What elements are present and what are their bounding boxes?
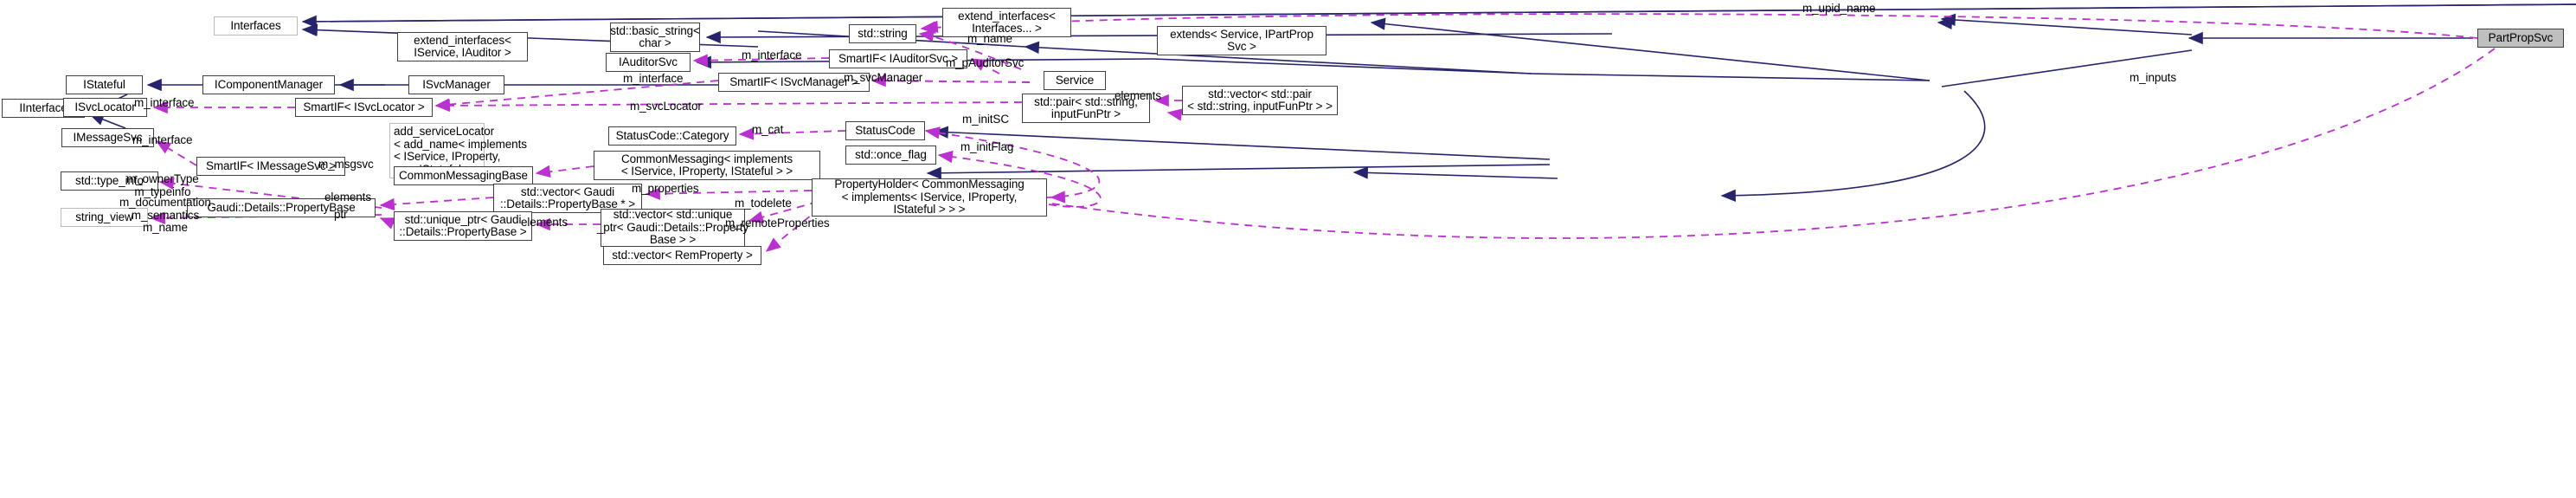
edge-label-m_initFlag: m_initFlag (960, 140, 1014, 153)
edge-label-ptr: ptr (334, 208, 348, 221)
edge-label-m_interface_3: m_interface (742, 49, 802, 61)
edge-label-m_initSC: m_initSC (962, 113, 1009, 126)
class-node-istateful[interactable]: IStateful (66, 75, 143, 94)
edge-label-m_cat: m_cat (752, 123, 784, 136)
edge-label-m_properties: m_properties (632, 182, 699, 195)
class-node-stdstring_char[interactable]: std::basic_string< char > (610, 23, 700, 52)
class-node-statuscodecat[interactable]: StatusCode::Category (608, 126, 736, 146)
class-node-stdtypeinfo[interactable]: std::type_info (61, 171, 158, 191)
class-node-stringview[interactable]: string_view (61, 208, 148, 227)
class-node-extends_svc_part[interactable]: extends< Service, IPartProp Svc > (1157, 26, 1327, 55)
edge-label-m_pAuditorSvc: m_pAuditorSvc (946, 56, 1025, 69)
class-node-uniqptr_propbase[interactable]: std::unique_ptr< Gaudi ::Details::Proper… (394, 211, 532, 241)
class-node-commonmsgbase[interactable]: CommonMessagingBase (394, 166, 533, 185)
edge-label-m_msgsvc: m_msgsvc (318, 158, 374, 171)
edge-label-m_ownerType: m_ownerType m_typeinfo (126, 172, 199, 198)
edge-label-m_svcLocator: m_svcLocator (630, 100, 702, 113)
class-node-propertyholder[interactable]: PropertyHolder< CommonMessaging < implem… (812, 178, 1047, 217)
edge-label-m_todelete: m_todelete (735, 197, 792, 210)
edge-label-m_inputs: m_inputs (2130, 71, 2176, 84)
class-node-commonmessaging[interactable]: CommonMessaging< implements < IService, … (594, 151, 820, 180)
class-node-vec_uniq_propbase[interactable]: std::vector< std::unique _ptr< Gaudi::De… (596, 208, 749, 247)
edge-label-m_name: m_name (967, 32, 1012, 45)
class-node-stdonceflag[interactable]: std::once_flag (845, 146, 936, 165)
edge-label-m_interface_2: m_interface (132, 133, 193, 146)
class-node-partpropsvc[interactable]: PartPropSvc (2477, 29, 2564, 48)
edge-label-m_interface_1: m_interface (134, 96, 195, 109)
edge-label-elements_1: elements (324, 191, 371, 204)
class-node-interfaces[interactable]: Interfaces (214, 16, 298, 36)
edge-label-m_documentation: m_documentation m_semantics m_name (119, 196, 211, 234)
class-node-statuscode[interactable]: StatusCode (845, 121, 925, 140)
class-node-icomponentmanager[interactable]: IComponentManager (202, 75, 335, 94)
edge-label-elements_2: elements (521, 216, 568, 229)
edge-label-m_svcManager: m_svcManager (844, 71, 923, 84)
class-node-iauditorsvc[interactable]: IAuditorSvc (606, 53, 691, 72)
class-node-vec_remproperty[interactable]: std::vector< RemProperty > (603, 246, 761, 265)
edge-label-m_remoteProperties: m_remoteProperties (725, 217, 830, 230)
class-node-extif_isvc_iaud[interactable]: extend_interfaces< IService, IAuditor > (397, 32, 528, 61)
class-node-smartif_isvcloc[interactable]: SmartIF< ISvcLocator > (295, 98, 433, 117)
class-node-isvcmanager[interactable]: ISvcManager (408, 75, 504, 94)
class-node-imessagesvc[interactable]: IMessageSvc (61, 128, 154, 147)
class-node-vec_pair_str[interactable]: std::vector< std::pair < std::string, in… (1182, 86, 1338, 115)
edge-label-m_interface_4: m_interface (623, 72, 684, 85)
class-node-stdstring[interactable]: std::string (849, 24, 916, 43)
class-node-vec_propbase_ptr[interactable]: std::vector< Gaudi ::Details::PropertyBa… (493, 184, 642, 213)
edge-label-elements_3: elements (1115, 89, 1161, 102)
class-node-smartif_imsgsvc[interactable]: SmartIF< IMessageSvc > (196, 157, 345, 176)
edge-label-m_upid_name: m_upid_name (1802, 2, 1876, 15)
class-node-service[interactable]: Service (1044, 71, 1106, 90)
